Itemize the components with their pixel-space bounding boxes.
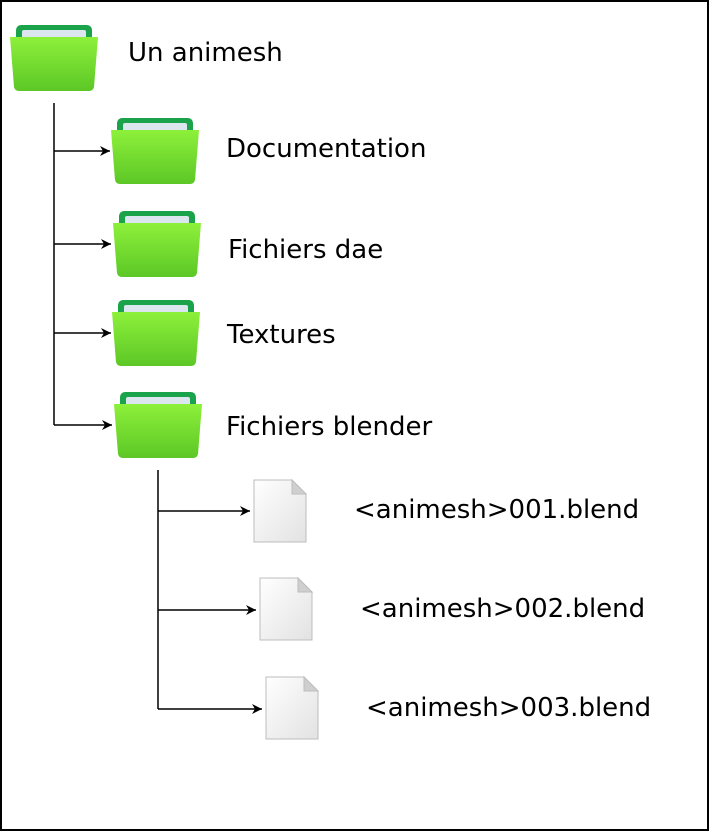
file-icon xyxy=(253,478,308,543)
folder-icon xyxy=(113,211,201,277)
file-node-002[interactable]: <animesh>002.blend xyxy=(259,576,645,641)
file-node-003[interactable]: <animesh>003.blend xyxy=(265,675,651,740)
folder-label-fichiers-blender: Fichiers blender xyxy=(226,412,432,442)
folder-label-fichiers-dae: Fichiers dae xyxy=(228,235,383,265)
folder-label-documentation: Documentation xyxy=(226,134,426,164)
file-icon xyxy=(265,675,320,740)
folder-node-documentation[interactable]: Documentation xyxy=(111,118,426,184)
folder-node-fichiers-dae[interactable]: Fichiers dae xyxy=(113,211,383,277)
root-node[interactable]: Un animesh xyxy=(10,25,283,91)
folder-label-textures: Textures xyxy=(226,320,336,350)
root-label: Un animesh xyxy=(128,38,283,68)
folder-icon xyxy=(111,118,199,184)
folder-icon xyxy=(10,25,98,91)
file-label-003: <animesh>003.blend xyxy=(366,693,651,723)
folder-icon xyxy=(114,392,202,458)
file-label-001: <animesh>001.blend xyxy=(354,495,639,525)
connectors xyxy=(53,103,262,714)
file-icon xyxy=(259,576,314,641)
folder-icon xyxy=(112,300,200,366)
folder-node-fichiers-blender[interactable]: Fichiers blender xyxy=(114,392,432,458)
folder-node-textures[interactable]: Textures xyxy=(112,300,336,366)
file-node-001[interactable]: <animesh>001.blend xyxy=(253,478,639,543)
file-label-002: <animesh>002.blend xyxy=(360,594,645,624)
